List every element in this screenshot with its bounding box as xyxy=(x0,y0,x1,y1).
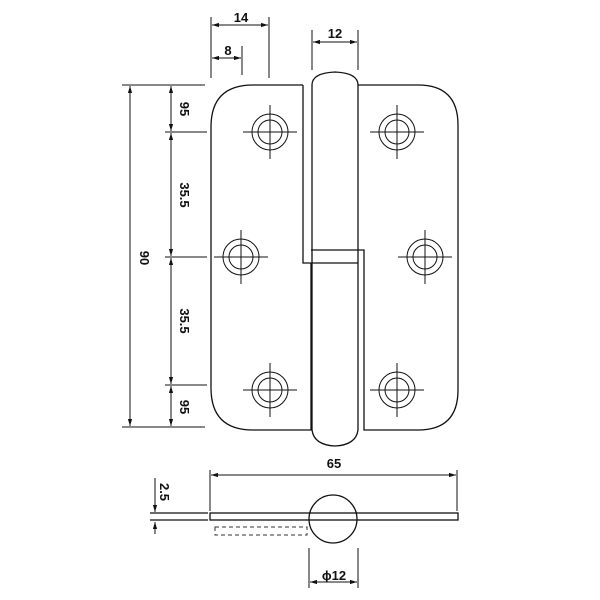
inner-offset-label: 8 xyxy=(224,43,231,58)
folded-leaf-hidden xyxy=(214,526,308,536)
vertical-dimensions: 90 95 35.5 35.5 95 xyxy=(122,84,207,428)
open-leaf xyxy=(209,512,459,521)
top-dimensions: 14 8 12 xyxy=(210,10,359,78)
right-leaf xyxy=(311,84,459,431)
open-width-label: 65 xyxy=(327,456,341,471)
pin-section xyxy=(308,494,358,544)
hinge-front-view xyxy=(210,71,459,447)
upper-pitch-label: 35.5 xyxy=(177,182,192,207)
thickness-label: 2.5 xyxy=(157,483,172,501)
overall-height-label: 90 xyxy=(137,251,152,265)
screw-hole xyxy=(398,230,452,284)
screw-hole xyxy=(243,363,297,417)
top-margin-label: 95 xyxy=(177,102,192,116)
knuckle xyxy=(311,71,359,447)
left-leaf xyxy=(210,84,358,431)
screw-holes xyxy=(214,105,452,417)
lower-pitch-label: 35.5 xyxy=(177,308,192,333)
screw-hole xyxy=(370,105,424,159)
pin-diameter-label: ϕ12 xyxy=(322,568,346,583)
screw-hole xyxy=(214,230,268,284)
knuckle-width-label: 12 xyxy=(328,26,342,41)
screw-hole xyxy=(243,105,297,159)
hinge-top-view: 65 2.5 ϕ12 xyxy=(150,456,459,588)
outer-offset-label: 14 xyxy=(234,10,249,25)
screw-hole xyxy=(370,363,424,417)
bottom-margin-label: 95 xyxy=(177,400,192,414)
